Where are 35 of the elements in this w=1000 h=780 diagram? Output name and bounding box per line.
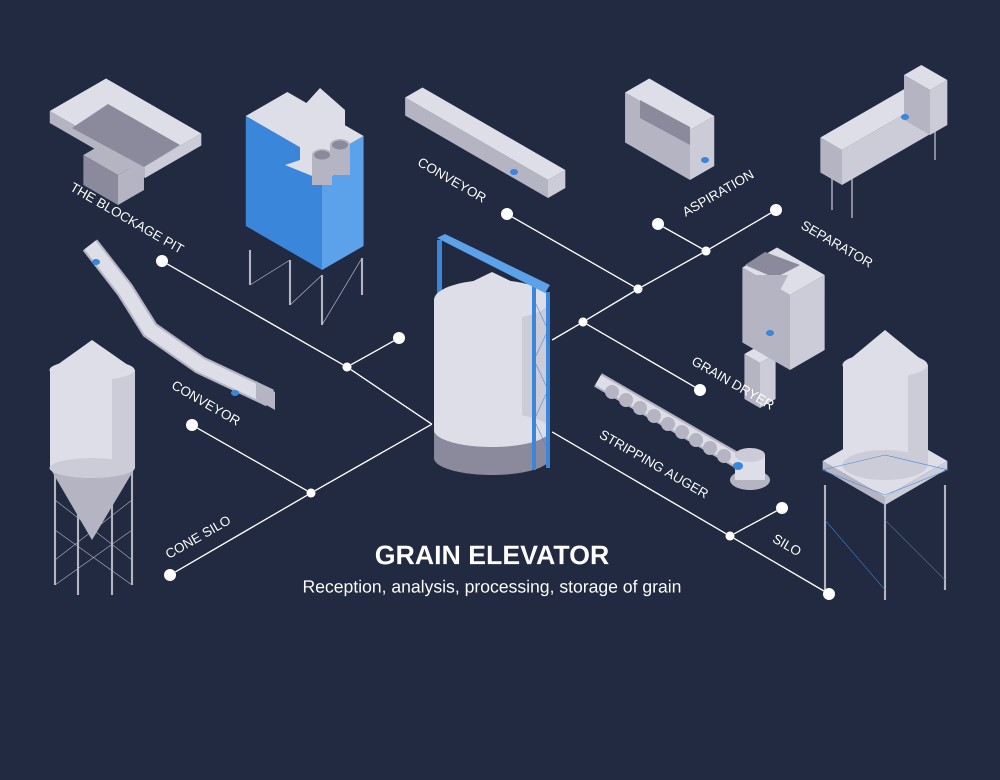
connector-line: [350, 340, 394, 366]
end-dot: [156, 254, 168, 267]
connector-line: [642, 252, 702, 288]
connector-line: [552, 431, 726, 534]
connector-line: [552, 324, 580, 341]
end-dot: [393, 332, 405, 344]
connector-line: [710, 212, 772, 250]
connector-line: [734, 538, 824, 592]
connector-line: [586, 290, 634, 320]
item-label: SILO: [773, 534, 800, 555]
junction-dot: [726, 531, 734, 540]
connector-line: [197, 427, 308, 492]
connector-line: [314, 424, 432, 492]
silo-drawing: [434, 234, 550, 475]
end-dot: [776, 502, 788, 514]
title: GRAIN ELEVATOR: [376, 546, 609, 564]
end-dot: [164, 568, 176, 581]
end-dot: [652, 218, 664, 230]
subtitle: Reception, analysis, processing, storage of grain: [304, 580, 680, 596]
end-dot: [770, 204, 782, 216]
connector-line: [586, 324, 696, 388]
connector-line: [663, 226, 702, 250]
junction-dot: [578, 318, 588, 326]
junction-dot: [306, 488, 316, 498]
end-dot: [501, 208, 513, 220]
junction-dot: [342, 362, 352, 372]
connector-line: [734, 510, 777, 534]
junction-dot: [634, 284, 642, 294]
connector-line: [350, 369, 432, 425]
end-dot: [823, 588, 835, 600]
connector-line: [174, 494, 308, 572]
junction-dot: [702, 246, 710, 256]
connector-line: [512, 216, 634, 288]
end-dot: [694, 384, 706, 396]
connector-line: [167, 263, 344, 366]
